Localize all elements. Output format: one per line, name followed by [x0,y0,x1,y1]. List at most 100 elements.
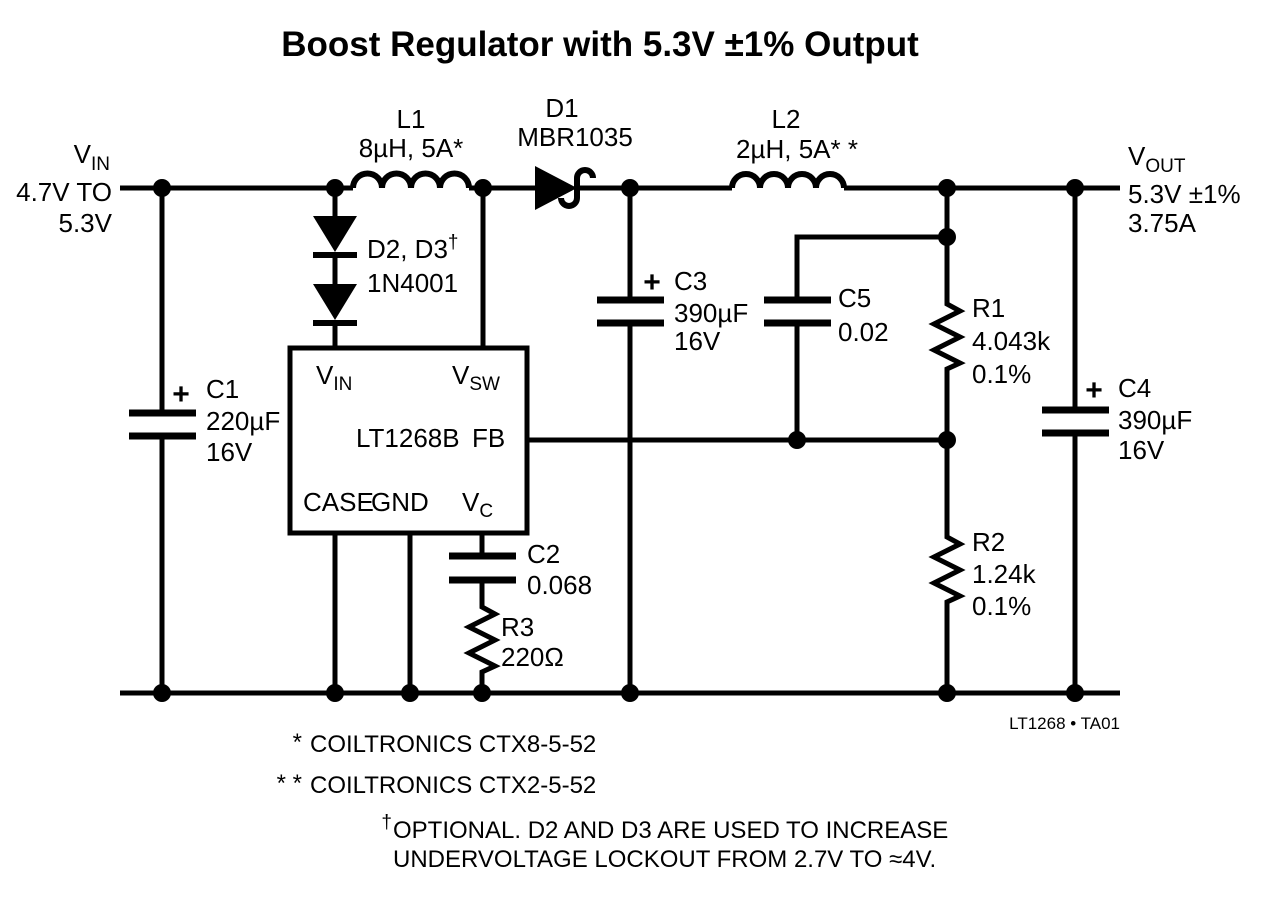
junction-dot [788,431,806,449]
resistor-r3-branch [463,580,501,693]
capacitor-c2-ref: C2 [527,539,560,569]
resistor-r1-tolerance: 0.1% [972,359,1031,389]
resistor-r2-tolerance: 0.1% [972,591,1031,621]
diode-d1-triangle [535,166,577,210]
output-terminal-label: VOUT [1128,141,1186,177]
capacitor-c1-polarity: + [172,378,190,411]
ic-part-number: LT1268B [356,423,460,453]
junction-dot [153,179,171,197]
junction-dot [474,179,492,197]
inductor-l2-value: 2µH, 5A* * [736,134,858,164]
diode-d2-symbol [313,216,357,258]
inductor-l1-value: 8µH, 5A* [359,133,464,163]
note1-marker: * [293,729,302,756]
resistor-r3-ref: R3 [501,612,534,642]
capacitor-c4-ref: C4 [1118,373,1151,403]
diode-d3-triangle [313,284,357,320]
ic-pin-gnd-label: GND [371,487,429,517]
ic-pin-vsw-main: V [452,360,470,390]
wire-c5-top [794,234,947,300]
capacitor-c5-value: 0.02 [838,317,889,347]
diode-d2d3-ref-text: D2, D3 [367,234,448,264]
resistor-r2-branch [928,440,966,693]
diode-d2d3-ref: D2, D3† [367,232,459,264]
note1-text: COILTRONICS CTX8-5-52 [310,731,596,758]
input-range-line1: 4.7V TO [16,177,112,207]
resistor-r1-ref: R1 [972,293,1005,323]
capacitor-c2-value: 0.068 [527,570,592,600]
input-terminal-symbol-sub: IN [91,154,110,175]
ic-pin-fb-label: FB [472,423,505,453]
ic-pin-case-label: CASE [303,487,374,517]
resistor-r1-value: 4.043k [972,326,1051,356]
capacitor-c3-rating: 16V [674,326,721,356]
junction-dot [938,228,956,246]
diode-d1-schottky-bar [558,167,596,209]
junction-dots [153,179,1084,702]
capacitor-c1-rating: 16V [206,437,253,467]
junction-dot [473,684,491,702]
inductor-l1-ref: L1 [397,104,426,134]
figure-id: LT1268 • TA01 [1009,714,1120,733]
junction-dot [326,684,344,702]
wires [120,185,1120,696]
ic-pin-vin-sub: IN [333,374,352,395]
note3-line1: OPTIONAL. D2 AND D3 ARE USED TO INCREASE [393,817,948,844]
page-title: Boost Regulator with 5.3V ±1% Output [281,25,919,64]
inductor-l2-ref: L2 [772,104,801,134]
note2-text: COILTRONICS CTX2-5-52 [310,772,596,799]
resistor-r1-branch [928,188,966,440]
junction-dot [1066,684,1084,702]
capacitor-c5-ref: C5 [838,283,871,313]
input-range-line2: 5.3V [59,208,113,238]
junction-dot [401,684,419,702]
capacitor-c3-ref: C3 [674,266,707,296]
diode-d1-value: MBR1035 [517,122,633,152]
input-terminal-symbol: V [74,139,92,169]
inductor-l1-symbol [350,170,472,189]
capacitor-plates [129,296,1109,584]
output-terminal-symbol-sub: OUT [1145,156,1186,177]
diode-d2d3-value: 1N4001 [367,268,458,298]
ic-pin-vc-label: VC [462,487,493,522]
note2-marker: * * [277,770,302,797]
input-terminal-label: VIN [74,139,110,175]
junction-dot [621,179,639,197]
note3-line2: UNDERVOLTAGE LOCKOUT FROM 2.7V TO ≈4V. [393,846,936,873]
junction-dot [621,684,639,702]
capacitor-c3-polarity: + [643,266,661,299]
diode-d3-symbol [313,284,357,326]
diode-d2d3-dagger-marker: † [448,232,459,253]
capacitor-c1-ref: C1 [206,374,239,404]
ic-pin-vc-sub: C [479,501,493,522]
junction-dot [153,684,171,702]
diode-d1-ref: D1 [545,93,578,123]
resistor-r2-ref: R2 [972,527,1005,557]
ic-pin-vin-main: V [316,360,334,390]
capacitor-c4-rating: 16V [1118,435,1165,465]
capacitor-c4-value: 390µF [1118,405,1192,435]
output-spec-line2: 3.75A [1128,208,1197,238]
diode-d2-triangle [313,216,357,252]
output-spec-line1: 5.3V ±1% [1128,179,1241,209]
ic-pin-vin-label: VIN [316,360,352,395]
junction-dot [938,431,956,449]
capacitor-c4-polarity: + [1085,374,1103,407]
capacitor-c3-value: 390µF [674,298,748,328]
ic-pin-vsw-label: VSW [452,360,500,395]
ic-pin-vc-main: V [462,487,480,517]
junction-dot [938,179,956,197]
output-terminal-symbol: V [1128,141,1146,171]
ic-lt1268b-body [287,345,530,536]
ic-pin-vsw-sub: SW [469,374,500,395]
resistor-r3-value: 220Ω [501,642,564,672]
resistor-r2-value: 1.24k [972,559,1037,589]
junction-dot [938,684,956,702]
diode-d1-symbol [535,166,596,210]
capacitor-c1-value: 220µF [206,406,280,436]
note3-dagger-marker: † [381,812,392,833]
junction-dot [1066,179,1084,197]
inductor-l2-symbol [729,171,847,189]
